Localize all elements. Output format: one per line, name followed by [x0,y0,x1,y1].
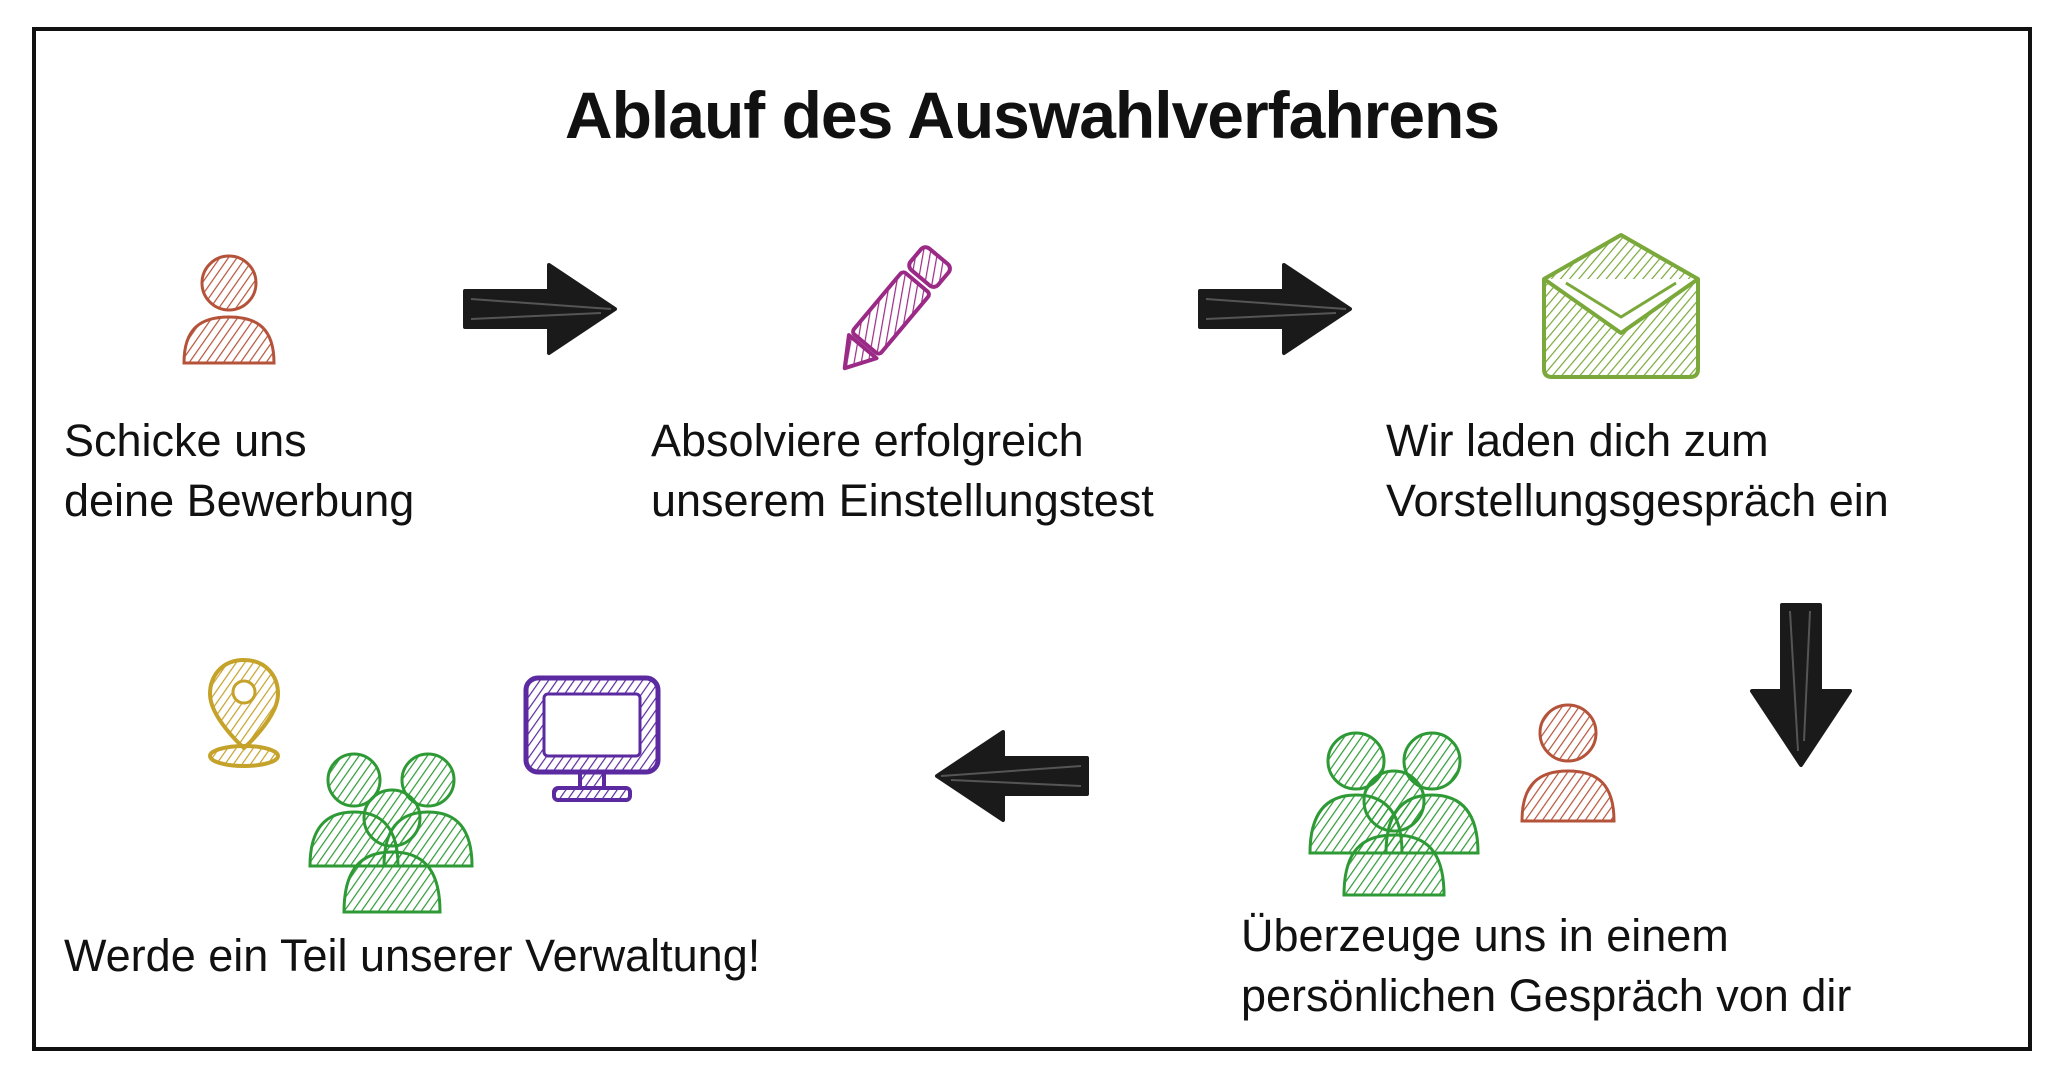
group-icon [1308,731,1480,897]
step-5-label: Werde ein Teil unserer Verwaltung! [64,930,761,981]
diagram-frame: Ablauf des Auswahlverfahrens [32,27,2032,1051]
location-group-monitor-icon [206,656,706,916]
person-icon [1520,703,1616,823]
step-2-label: Absolviere erfolgreich unserem Einstellu… [651,415,1154,526]
group-and-person-icon [1306,681,1646,901]
arrow-right-icon [1196,259,1356,359]
arrow-down-icon [1746,601,1856,771]
step-3-label: Wir laden dich zum Vorstellungsgespräch … [1386,415,1889,526]
step-1-label: Schicke uns deine Bewerbung [64,415,415,526]
diagram-title: Ablauf des Auswahlverfahrens [564,78,1500,152]
location-pin-icon [207,657,281,768]
monitor-icon [523,675,661,802]
envelope-icon [1536,231,1706,381]
pencil-icon [826,243,956,383]
person-icon [174,249,284,367]
step-4-label: Überzeuge uns in einem persönlichen Gesp… [1241,910,1852,1021]
arrow-left-icon [931,726,1091,826]
arrow-right-icon [461,259,621,359]
group-icon [308,752,474,914]
